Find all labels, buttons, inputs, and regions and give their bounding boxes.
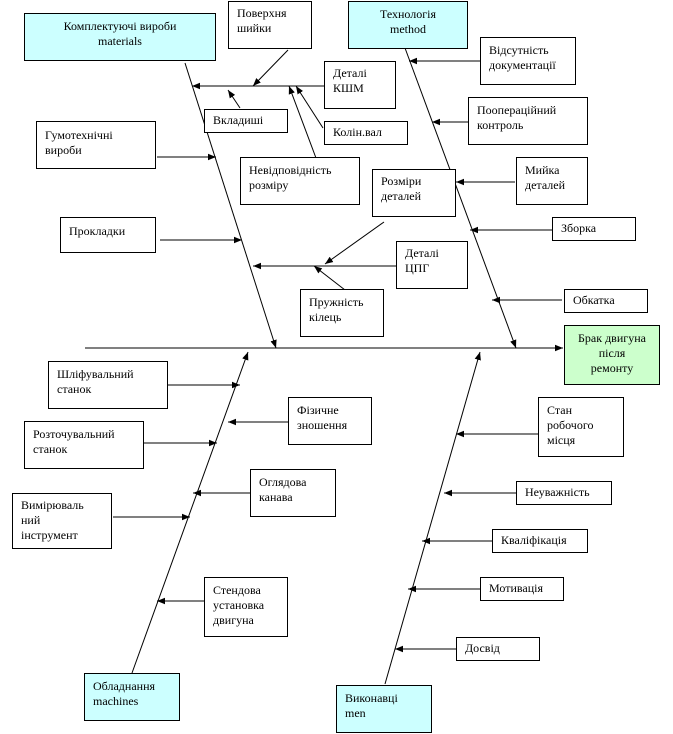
cause-vkladyshi: Вкладиші xyxy=(204,109,288,133)
cause-pooperatsiinyi-kontrol: Поопераційний контроль xyxy=(468,97,588,145)
category-method: Технологія method xyxy=(348,1,468,49)
cause-obkatka: Обкатка xyxy=(564,289,648,313)
arrow-pruzhnist xyxy=(313,265,346,291)
cause-neuvazhnist: Неуважність xyxy=(516,481,612,505)
cause-prokladky: Прокладки xyxy=(60,217,156,253)
cause-ohliadova-kanava: Оглядова канава xyxy=(250,469,336,517)
cause-stan-robochoho-mistsia: Стан робочого місця xyxy=(538,397,624,457)
cause-myika-detalei: Мийка деталей xyxy=(516,157,588,205)
arrow-kolinval xyxy=(295,85,324,129)
bone-materials xyxy=(184,62,277,349)
cause-zborka: Зборка xyxy=(552,217,636,241)
effect-box: Брак двигуна після ремонту xyxy=(564,325,660,385)
category-machines: Обладнання machines xyxy=(84,673,180,721)
bone-men xyxy=(384,351,481,685)
cause-kolin-val: Колін.вал xyxy=(324,121,408,145)
cause-poverkhnia-shyiky: Поверхня шийки xyxy=(228,1,312,49)
bone-machines xyxy=(131,351,249,674)
cause-shlifuvalnyi-stanok: Шліфувальний станок xyxy=(48,361,168,409)
cause-stendova-ustanovka: Стендова установка двигуна xyxy=(204,577,288,637)
cause-roztochuvalnyi-stanok: Розточувальний станок xyxy=(24,421,144,469)
cause-vymiriuvalnyi-instrument: Вимірюваль ний інструмент xyxy=(12,493,112,549)
cause-nevidpovidnist: Невідповідність розміру xyxy=(240,157,360,205)
cause-kvalifikatsiia: Кваліфікація xyxy=(492,529,588,553)
cause-detali-tspg: Деталі ЦПГ xyxy=(396,241,468,289)
cause-dosvid: Досвід xyxy=(456,637,540,661)
category-men: Виконавці men xyxy=(336,685,432,733)
arrow-poverkhnia xyxy=(252,49,289,87)
arrow-vkladyshi xyxy=(227,89,241,109)
cause-fizychne-znoshennia: Фізичне зношення xyxy=(288,397,372,445)
arrow-nevidpovidnist xyxy=(288,85,317,159)
arrow-rozmiry xyxy=(324,221,385,265)
cause-pruzhnist-kilets: Пружність кілець xyxy=(300,289,384,337)
cause-vidsutnist-dokumentatsii: Відсутність документації xyxy=(480,37,576,85)
cause-motyvatsiia: Мотивація xyxy=(480,577,564,601)
category-materials: Комплектуючі вироби materials xyxy=(24,13,216,61)
cause-humotekhnichni: Гумотехнічні вироби xyxy=(36,121,156,169)
cause-rozmiry-detalei: Розміри деталей xyxy=(372,169,456,217)
cause-detali-kshm: Деталі КШМ xyxy=(324,61,396,109)
